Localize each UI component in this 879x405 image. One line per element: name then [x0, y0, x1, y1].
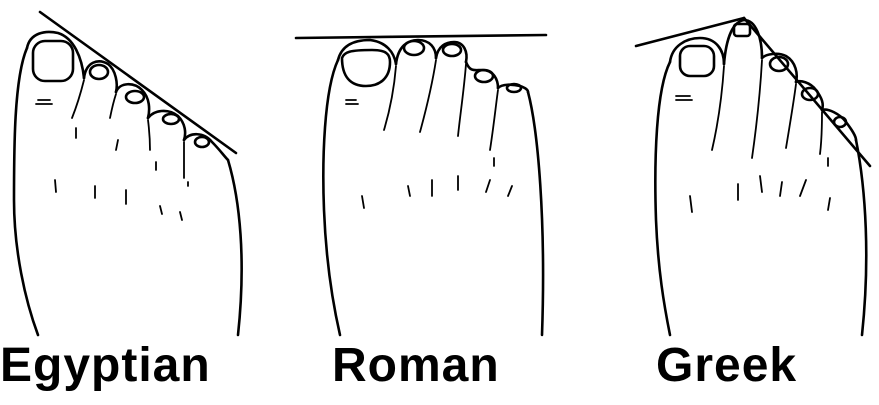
egyptian-foot-outline	[14, 48, 242, 335]
greek-foot	[636, 18, 870, 335]
roman-label: Roman	[332, 338, 500, 394]
egyptian-foot	[14, 12, 242, 335]
greek-label: Greek	[656, 338, 797, 394]
egyptian-toe-3	[116, 84, 149, 118]
foot-illustrations	[0, 0, 879, 340]
roman-foot	[296, 35, 546, 335]
roman-toe-2	[396, 40, 436, 64]
roman-toenail-5	[507, 84, 521, 92]
egyptian-toe-gaps	[72, 80, 188, 186]
egyptian-slope-line	[40, 12, 236, 153]
egyptian-toenail-5	[195, 137, 209, 147]
greek-toe-gaps	[712, 60, 828, 166]
roman-big-toenail	[342, 50, 390, 86]
roman-toe-gaps	[384, 60, 498, 166]
roman-crease-marks	[346, 100, 512, 208]
egyptian-toenail-2	[90, 65, 108, 79]
greek-foot-outline	[655, 62, 866, 335]
roman-foot-outline	[323, 60, 543, 335]
greek-toenail-5	[834, 117, 846, 127]
roman-flat-line	[296, 35, 546, 38]
greek-big-toenail	[680, 46, 714, 76]
egyptian-label: Egyptian	[0, 338, 211, 394]
greek-slope-line-right	[744, 18, 870, 166]
roman-toenail-3	[443, 44, 461, 56]
roman-toenail-4	[475, 70, 493, 82]
egyptian-toenail-4	[163, 114, 179, 124]
egyptian-toenail-3	[126, 91, 144, 103]
greek-toe-2	[724, 20, 762, 64]
egyptian-big-toenail	[33, 41, 73, 81]
greek-toenail-2	[734, 24, 750, 36]
greek-big-toe	[670, 38, 724, 64]
egyptian-crease-marks	[36, 100, 182, 220]
roman-toenail-2	[404, 41, 424, 55]
